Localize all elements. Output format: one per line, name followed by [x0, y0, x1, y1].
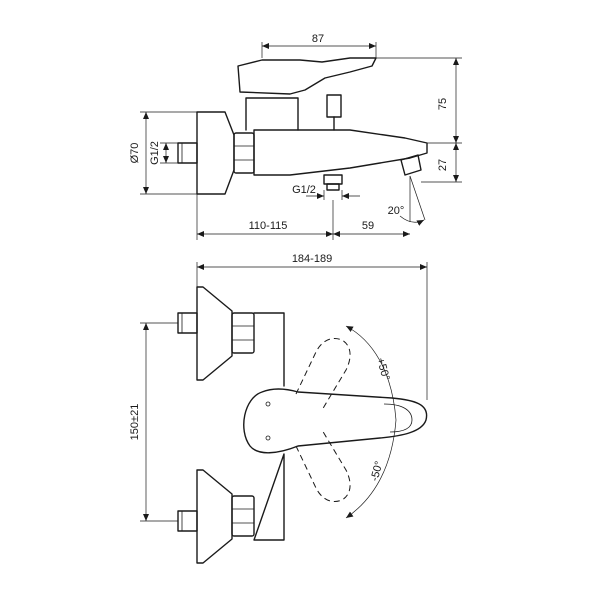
hex-nut [233, 132, 255, 174]
spout-angle-label: 20° [388, 205, 405, 217]
lever-handle [237, 57, 377, 95]
spout-outlet [400, 154, 422, 176]
front-view: +50° -50° 184-189 150±21 [129, 253, 428, 564]
rotation-down-label: -50° [369, 460, 386, 483]
lever-neck [245, 97, 299, 131]
upper-hex-nut [231, 312, 255, 354]
lower-wall-flange [196, 469, 233, 564]
lower-hex-nut [231, 495, 255, 537]
overall-width-label: 184-189 [292, 253, 332, 265]
mixer-body [253, 129, 428, 176]
spout-projection-label: 59 [362, 220, 374, 232]
flange-diameter-label: Ø70 [129, 143, 141, 164]
height-above-label: 75 [437, 98, 449, 110]
upper-wall-flange [196, 286, 233, 381]
lever-position-down [295, 429, 351, 502]
lever-pivot-bottom [265, 435, 271, 441]
mixer-body-front [253, 312, 285, 541]
upper-inlet-connector [177, 312, 198, 334]
lever-position-up [295, 338, 351, 411]
height-below-label: 27 [437, 159, 449, 171]
rotation-up-label: +50° [374, 357, 392, 382]
lever-handle-front [243, 388, 428, 454]
diverter-knob [326, 94, 342, 118]
inlet-connector [177, 142, 198, 164]
rotation-arc [345, 325, 397, 519]
side-view: 87 75 27 Ø70 G1/2 G1/2 20° [129, 33, 462, 240]
wall-offset-label: 110-115 [249, 220, 288, 232]
inlet-thread-label: G1/2 [149, 141, 161, 165]
shower-outlet [323, 174, 343, 185]
lower-inlet-connector [177, 510, 198, 532]
center-distance-label: 150±21 [129, 404, 141, 441]
outlet-thread-label: G1/2 [292, 184, 316, 196]
wall-flange [196, 111, 235, 195]
lever-pivot-top [265, 401, 271, 407]
lever-length-label: 87 [312, 33, 324, 45]
